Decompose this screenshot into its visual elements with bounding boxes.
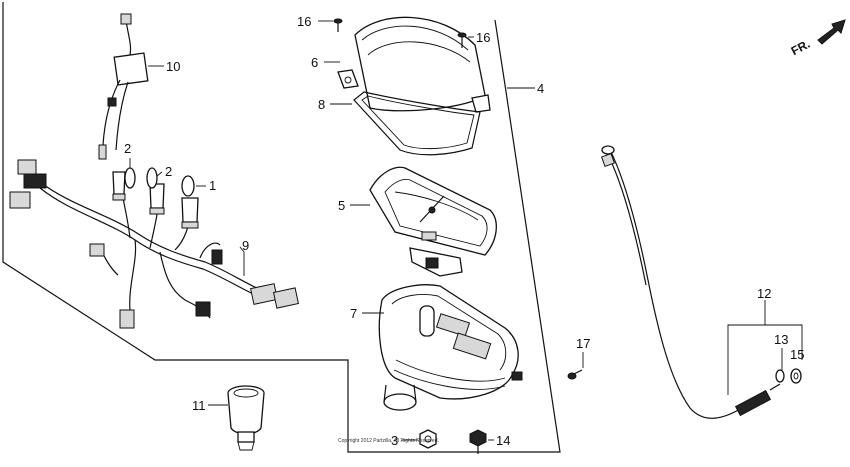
callout-17: 17	[576, 336, 590, 351]
watermark: Copyright 2012 Partzilla. All Rights Res…	[338, 438, 439, 444]
speedometer-cable[interactable]	[600, 145, 781, 419]
nut-3[interactable]	[419, 429, 437, 449]
callout-7: 7	[350, 306, 357, 321]
speedometer-face[interactable]	[369, 166, 497, 277]
screw-16-right[interactable]	[457, 32, 467, 48]
callout-3: 3	[391, 433, 398, 448]
bulb-socket-left[interactable]	[112, 171, 126, 201]
arrow-icon	[817, 19, 846, 45]
front-direction-indicator: FR.	[789, 19, 846, 58]
callout-4: 4	[537, 81, 544, 96]
bulb-1[interactable]	[181, 175, 195, 197]
meter-case-cover[interactable]	[337, 16, 491, 113]
callout-12: 12	[757, 286, 771, 301]
bolt-14[interactable]	[469, 429, 487, 454]
callout-1: 1	[209, 178, 216, 193]
callout-9: 9	[242, 238, 249, 253]
bulb-socket-right[interactable]	[181, 197, 199, 229]
callout-5: 5	[338, 198, 345, 213]
grommet-11[interactable]	[227, 385, 265, 451]
clip-15[interactable]	[790, 368, 802, 384]
wire-harness[interactable]	[9, 159, 300, 329]
meter-gasket[interactable]	[353, 91, 481, 156]
callout-11: 11	[192, 398, 206, 413]
meter-case-lower[interactable]	[378, 284, 523, 411]
leader-2b	[156, 171, 163, 177]
callout-16a: 16	[297, 14, 311, 29]
callout-16b: 16	[476, 30, 490, 45]
callout-6: 6	[311, 55, 318, 70]
leader-9	[239, 246, 245, 276]
washer-13[interactable]	[775, 369, 785, 383]
callout-13: 13	[774, 332, 788, 347]
bulb-2-right[interactable]	[146, 167, 158, 189]
direction-label: FR.	[789, 37, 813, 58]
bulb-socket-middle[interactable]	[149, 183, 165, 215]
bulb-2-left[interactable]	[124, 167, 136, 189]
callout-8: 8	[318, 97, 325, 112]
group-frame	[2, 2, 561, 453]
callout-2b: 2	[165, 164, 172, 179]
screw-16-left[interactable]	[333, 18, 343, 32]
callout-15: 15	[790, 347, 804, 362]
screw-17[interactable]	[567, 369, 583, 380]
callout-14: 14	[496, 433, 510, 448]
indicator-unit[interactable]	[98, 13, 149, 160]
callout-10: 10	[166, 59, 180, 74]
callout-2a: 2	[124, 141, 131, 156]
